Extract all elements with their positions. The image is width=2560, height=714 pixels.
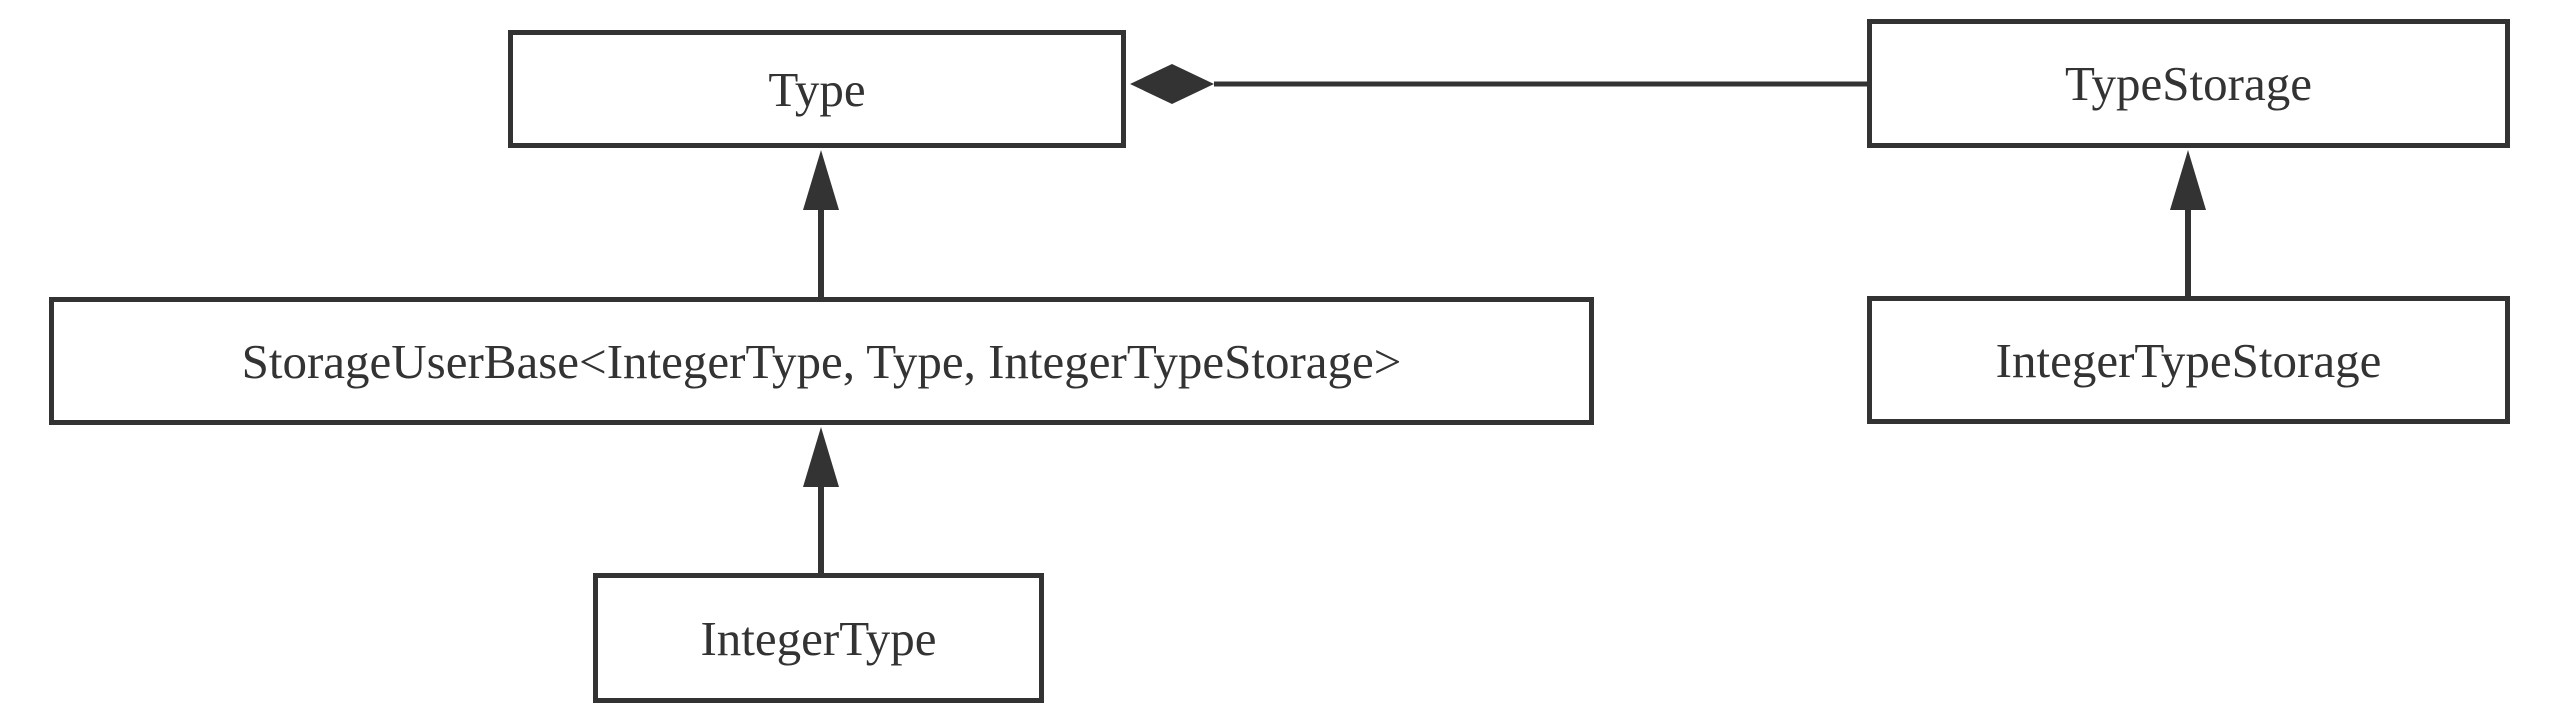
class-name: IntegerTypeStorage <box>1995 332 2382 388</box>
class-box-integertypestorage: IntegerTypeStorage <box>1867 296 2510 424</box>
composition-diamond <box>1130 64 1214 104</box>
inheritance-arrowhead <box>803 150 839 210</box>
class-name: IntegerType <box>700 610 937 666</box>
class-name: Type <box>768 61 866 117</box>
class-name: TypeStorage <box>2065 56 2312 111</box>
class-box-integertype: IntegerType <box>593 573 1044 703</box>
class-box-storageuserbase: StorageUserBase<IntegerType, Type, Integ… <box>49 297 1594 425</box>
inheritance-arrowhead <box>2170 150 2206 210</box>
class-name: StorageUserBase<IntegerType, Type, Integ… <box>241 333 1402 389</box>
inheritance-arrowhead <box>803 427 839 487</box>
class-box-type: Type <box>508 30 1126 148</box>
class-box-typestorage: TypeStorage <box>1867 19 2510 148</box>
